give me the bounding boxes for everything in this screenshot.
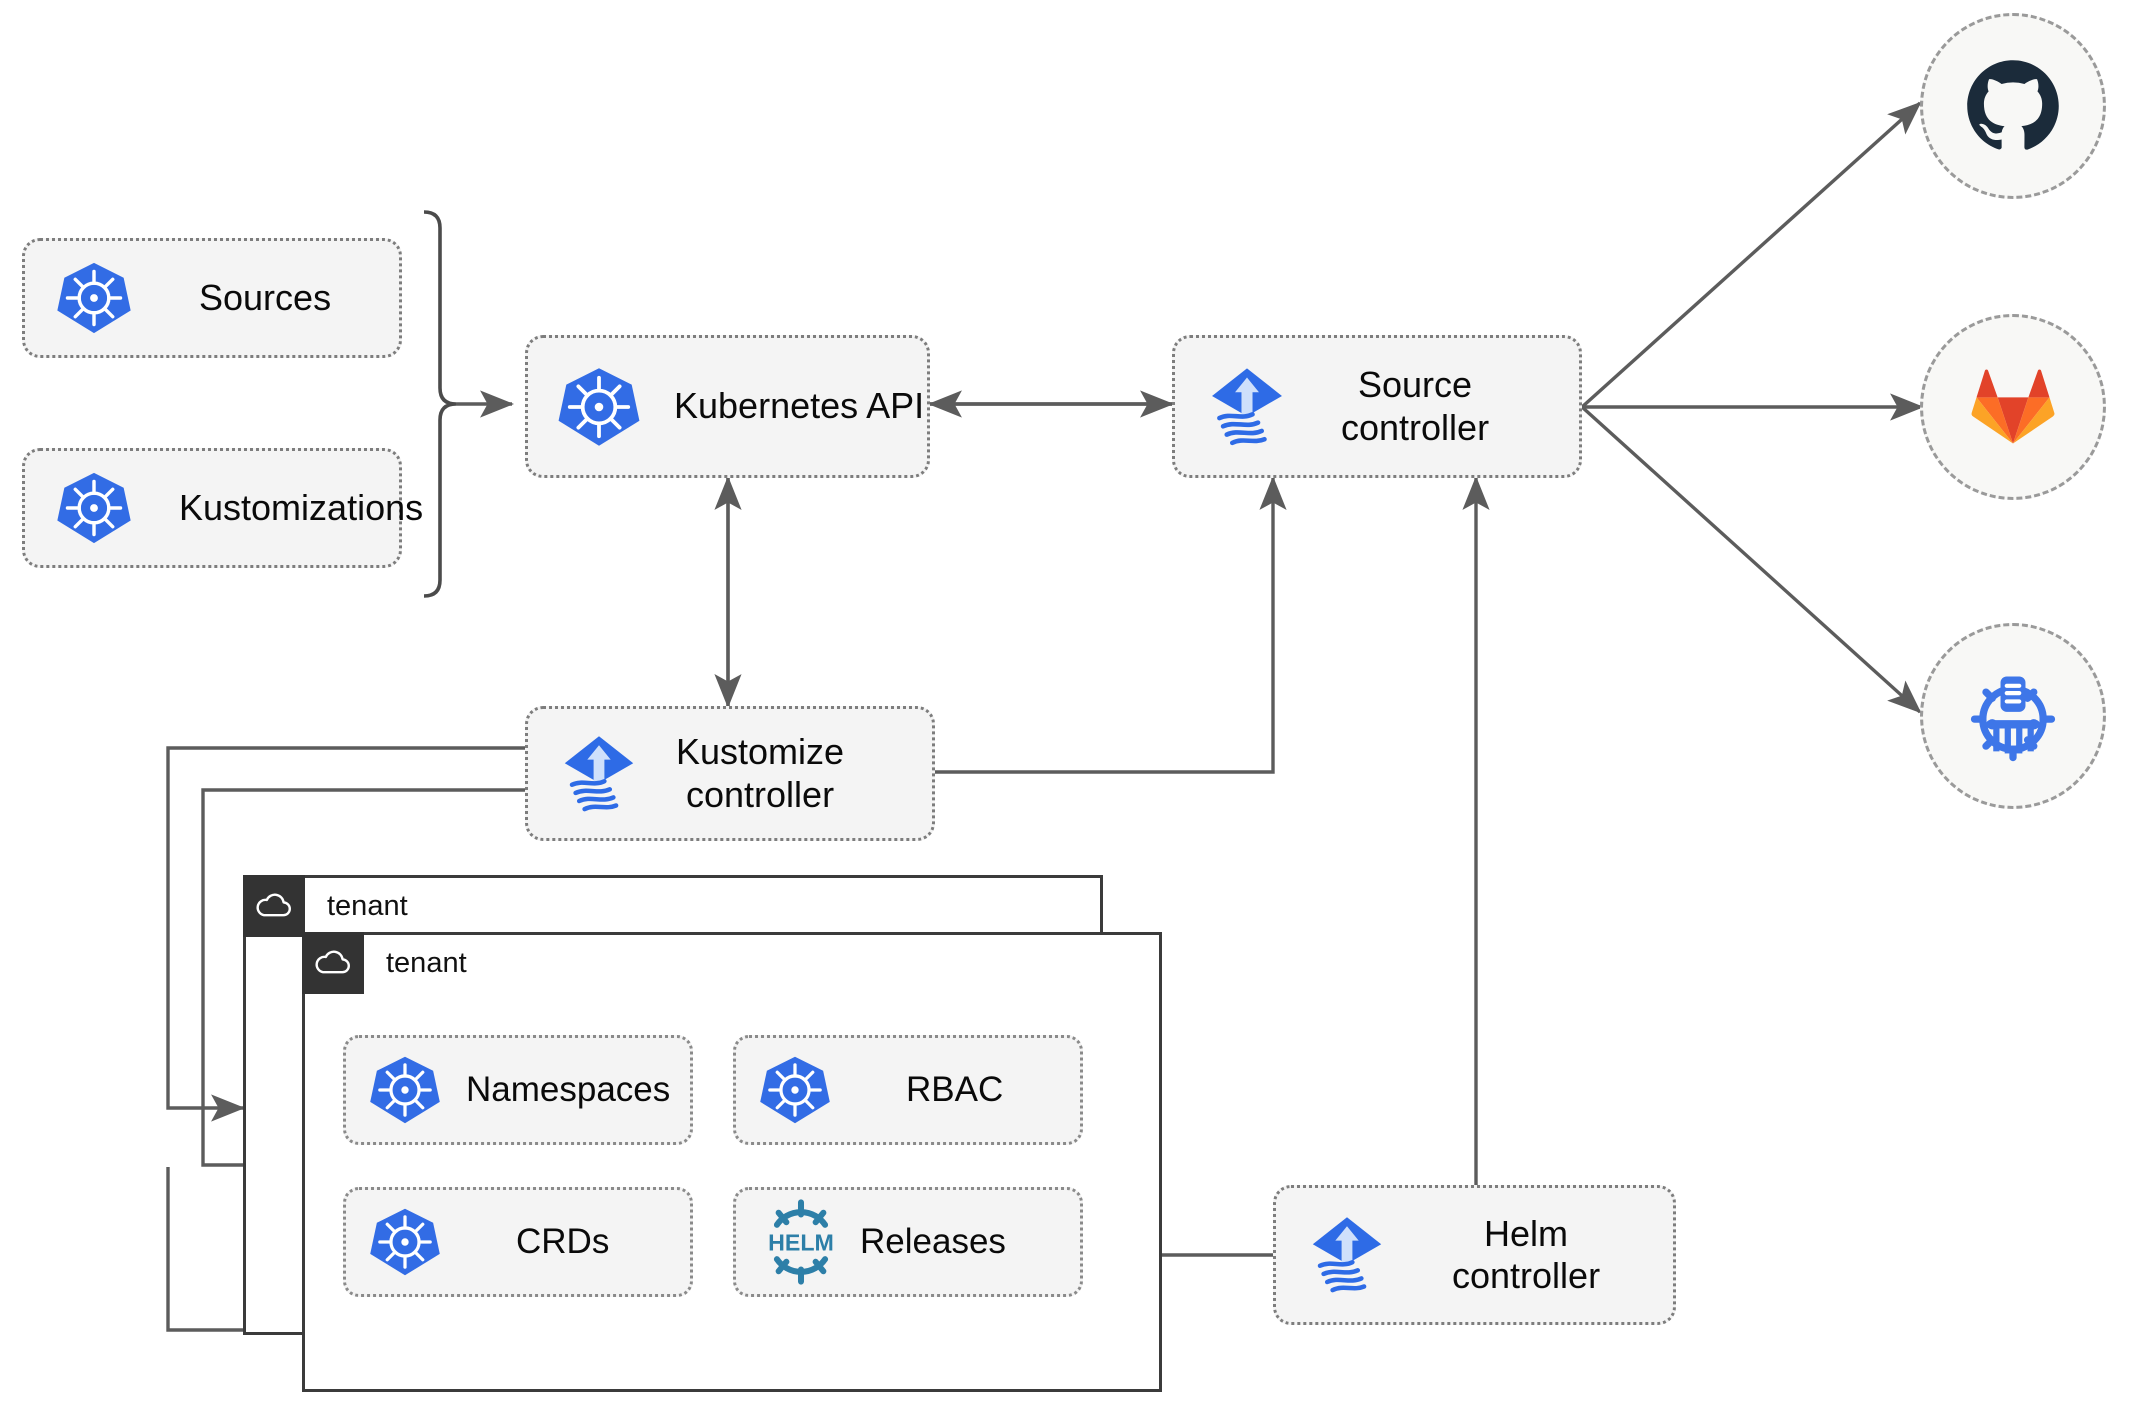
provider-gitlab[interactable] [1920,314,2106,500]
kubernetes-icon [368,1053,442,1127]
flux-icon [1201,361,1293,453]
helm-icon: HELM [758,1199,844,1285]
kubernetes-icon [55,469,133,547]
provider-registry[interactable] [1920,623,2106,809]
kubernetes-icon [368,1205,442,1279]
resource-crds[interactable]: CRDs [343,1187,693,1297]
tenant-label: tenant [327,889,408,922]
node-kubernetes-api[interactable]: Kubernetes API [525,335,930,478]
flux-icon [1302,1210,1392,1300]
gitlab-icon [1965,359,2061,455]
flux-icon [554,729,644,819]
node-label: Source controller [1341,364,1490,448]
node-sources[interactable]: Sources [22,238,402,358]
resource-label: CRDs [516,1222,610,1261]
resource-label: Releases [860,1222,1006,1261]
node-kustomize-controller[interactable]: Kustomize controller [525,706,935,841]
node-label: Kustomizations [179,486,424,528]
resource-releases[interactable]: HELM Releases [733,1187,1083,1297]
github-icon [1961,54,2065,158]
tenant-label: tenant [386,946,467,979]
tenant-window-front[interactable]: tenant Namespaces [302,932,1162,1392]
kubernetes-icon [556,364,642,450]
cloud-icon [302,932,364,994]
provider-github[interactable] [1920,13,2106,199]
node-source-controller[interactable]: Source controller [1172,335,1582,478]
node-kustomizations[interactable]: Kustomizations [22,448,423,568]
node-helm-controller[interactable]: Helm controller [1273,1185,1676,1325]
resource-namespaces[interactable]: Namespaces [343,1035,693,1145]
kubernetes-icon [55,259,133,337]
svg-text:HELM: HELM [768,1230,834,1256]
tenant-titlebar: tenant [302,932,467,994]
kubernetes-icon [758,1053,832,1127]
node-label: Helm controller [1452,1212,1601,1296]
oci-registry-icon [1961,664,2065,768]
resource-rbac[interactable]: RBAC [733,1035,1083,1145]
resource-label: Namespaces [466,1070,671,1109]
node-label: Sources [199,276,332,318]
resource-label: RBAC [906,1070,1004,1109]
tenant-titlebar: tenant [243,875,408,937]
node-label: Kubernetes API [674,385,925,427]
node-label: Kustomize controller [676,731,845,815]
cloud-icon [243,875,305,937]
